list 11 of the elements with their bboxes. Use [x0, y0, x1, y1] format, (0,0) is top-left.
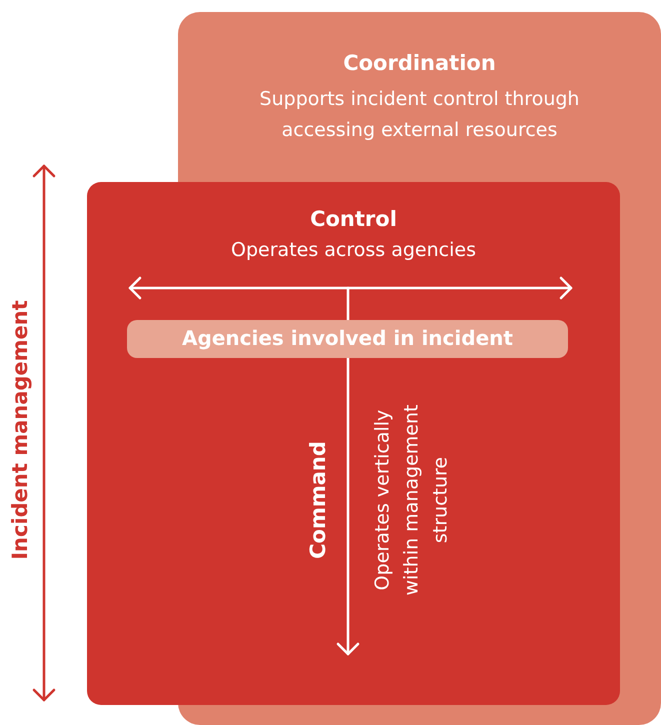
heading-text: Coordination — [342, 50, 497, 77]
agencies-bar — [127, 320, 568, 358]
axis-label: Incident management — [8, 300, 32, 560]
description-text: Operates across agencies — [230, 238, 477, 263]
coordination-panel — [178, 12, 661, 196]
command-label: Command — [306, 441, 330, 559]
description-text: Supports incident control through accessing external resources — [258, 87, 580, 143]
heading-text: Control — [309, 206, 398, 233]
control-panel — [87, 182, 620, 705]
heading-text: Agencies involved in incident — [181, 325, 514, 351]
vertical-note: Operates vertically within management structure — [370, 404, 452, 598]
